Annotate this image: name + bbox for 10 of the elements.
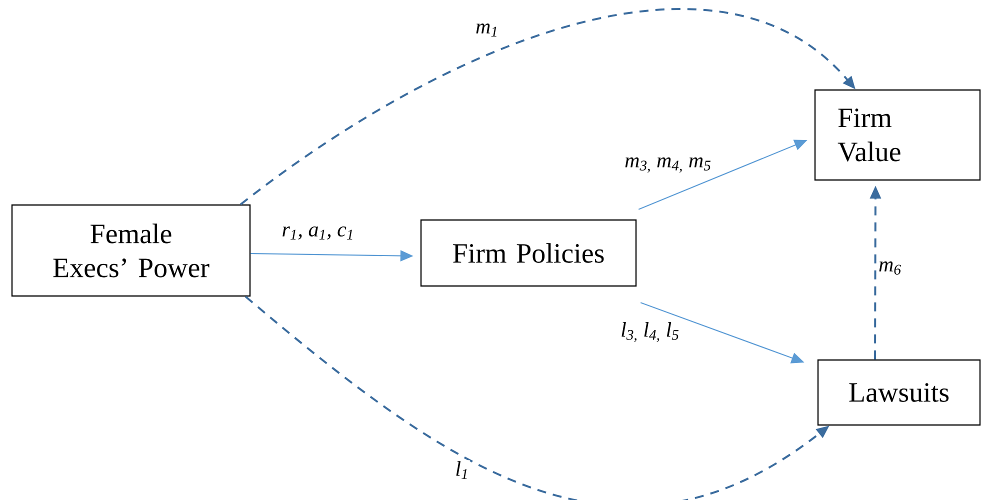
edge-label: m$_{3,}$ m$_{4,}$ m$_{5}$ [624, 156, 712, 174]
edge-label: r$_{1}$, a$_{1}$, c$_{1}$ [280, 225, 356, 241]
edge-label: l$_{3,}$ l$_{4,}$ l$_{5}$ [620, 321, 680, 343]
process-box: Female Execs’ Power [11, 204, 251, 297]
process-box: Firm Policies [420, 219, 637, 287]
process-box: Lawsuits [817, 359, 981, 426]
process-box: Firm Value [814, 89, 981, 181]
edge-label: m$_{6}$ [878, 260, 903, 276]
edge-label: m$_{1}$ [474, 22, 500, 38]
edge-label: l$_{1}$ [454, 460, 470, 480]
